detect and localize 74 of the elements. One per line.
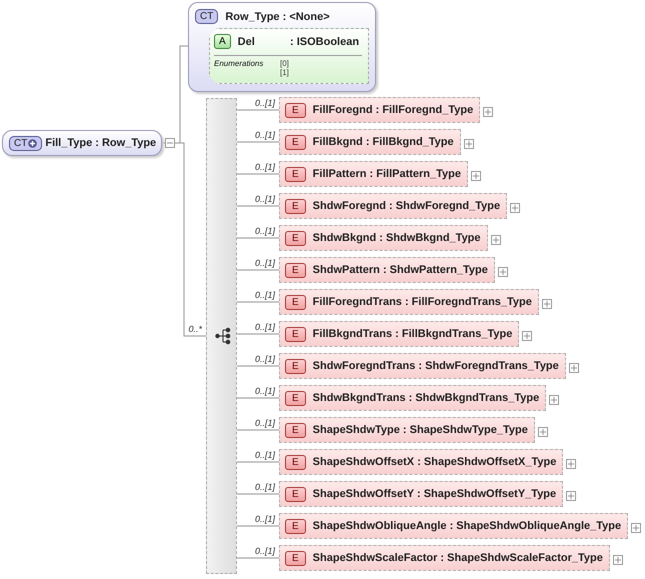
type-name: Row_Type : <None> bbox=[225, 10, 330, 22]
element-box bbox=[279, 225, 488, 251]
enumeration-value: [0] bbox=[280, 59, 289, 68]
element-box bbox=[279, 481, 564, 507]
element-box bbox=[279, 129, 461, 155]
element-name: ShdwPattern : ShdwPattern_Type bbox=[312, 264, 488, 276]
sequence-bar bbox=[206, 98, 237, 574]
cardinality-label: 0..[1] bbox=[254, 418, 275, 428]
element-box bbox=[279, 353, 566, 379]
element-box bbox=[279, 97, 480, 123]
element-name: ShapeShdwOffsetX : ShapeShdwOffsetX_Type bbox=[312, 456, 556, 468]
element-name: ShapeShdwOffsetY : ShapeShdwOffsetY_Type bbox=[312, 488, 556, 500]
attribute-name: Del bbox=[238, 36, 255, 48]
element-name: FillForegndTrans : FillForegndTrans_Type bbox=[312, 296, 532, 308]
attribute-box bbox=[209, 28, 369, 84]
element-badge: E bbox=[285, 358, 306, 374]
element-badge: E bbox=[285, 422, 306, 438]
element-badge: E bbox=[285, 518, 306, 534]
cardinality-label: 0..[1] bbox=[254, 98, 275, 108]
cardinality-label: 0..[1] bbox=[254, 290, 275, 300]
cardinality-label: 0..[1] bbox=[254, 546, 275, 556]
element-box bbox=[279, 289, 539, 315]
element-box bbox=[279, 417, 535, 443]
type-badge: CT bbox=[195, 9, 218, 24]
element-name: ShdwForegndTrans : ShdwForegndTrans_Type bbox=[312, 360, 559, 372]
complex-type-box bbox=[2, 130, 162, 156]
element-badge: E bbox=[285, 134, 306, 150]
attribute-type: : ISOBoolean bbox=[290, 36, 360, 48]
cardinality-label: 0..[1] bbox=[254, 194, 275, 204]
element-box bbox=[279, 321, 520, 347]
element-box bbox=[279, 545, 610, 571]
element-box bbox=[279, 449, 564, 475]
element-badge: E bbox=[285, 454, 306, 470]
cardinality-label: 0..[1] bbox=[254, 322, 275, 332]
cardinality-label: 0..[1] bbox=[254, 130, 275, 140]
element-name: ShdwBkgndTrans : ShdwBkgndTrans_Type bbox=[312, 392, 540, 404]
element-badge: E bbox=[285, 390, 306, 406]
complex-type-panel bbox=[188, 2, 376, 92]
element-box bbox=[279, 193, 508, 219]
cardinality-label: 0..[1] bbox=[254, 162, 275, 172]
element-badge: E bbox=[285, 326, 306, 342]
element-box bbox=[279, 385, 546, 411]
cardinality-label: 0..[1] bbox=[254, 482, 275, 492]
type-name: Fill_Type : Row_Type bbox=[45, 137, 156, 149]
enumeration-value: [1] bbox=[280, 68, 289, 77]
cardinality-label: 0..[1] bbox=[254, 226, 275, 236]
element-box bbox=[279, 161, 468, 187]
cardinality-label: 0..* bbox=[188, 324, 202, 334]
element-box bbox=[279, 513, 628, 539]
element-name: FillForegnd : FillForegnd_Type bbox=[312, 104, 474, 116]
element-box bbox=[279, 257, 495, 283]
cardinality-label: 0..[1] bbox=[254, 354, 275, 364]
element-badge: E bbox=[285, 262, 306, 278]
enumerations-label: Enumerations bbox=[214, 59, 264, 68]
cardinality-label: 0..[1] bbox=[254, 514, 275, 524]
element-badge: E bbox=[285, 230, 306, 246]
element-name: ShdwForegnd : ShdwForegnd_Type bbox=[312, 200, 500, 212]
element-name: ShapeShdwType : ShapeShdwType_Type bbox=[312, 424, 528, 436]
element-badge: E bbox=[285, 198, 306, 214]
element-name: ShapeShdwScaleFactor : ShapeShdwScaleFactor_Type bbox=[312, 552, 603, 564]
element-badge: E bbox=[285, 486, 306, 502]
element-name: FillBkgnd : FillBkgnd_Type bbox=[312, 136, 454, 148]
element-name: FillBkgndTrans : FillBkgndTrans_Type bbox=[312, 328, 512, 340]
element-badge: E bbox=[285, 166, 306, 182]
cardinality-label: 0..[1] bbox=[254, 386, 275, 396]
cardinality-label: 0..[1] bbox=[254, 450, 275, 460]
element-name: FillPattern : FillPattern_Type bbox=[312, 168, 461, 180]
element-name: ShapeShdwObliqueAngle : ShapeShdwObliqueAngle_Type bbox=[312, 520, 622, 532]
element-name: ShdwBkgnd : ShdwBkgnd_Type bbox=[312, 232, 481, 244]
attribute-badge: A bbox=[214, 34, 231, 49]
cardinality-label: 0..[1] bbox=[254, 258, 275, 268]
element-badge: E bbox=[285, 294, 306, 310]
element-badge: E bbox=[285, 102, 306, 118]
element-badge: E bbox=[285, 550, 306, 566]
